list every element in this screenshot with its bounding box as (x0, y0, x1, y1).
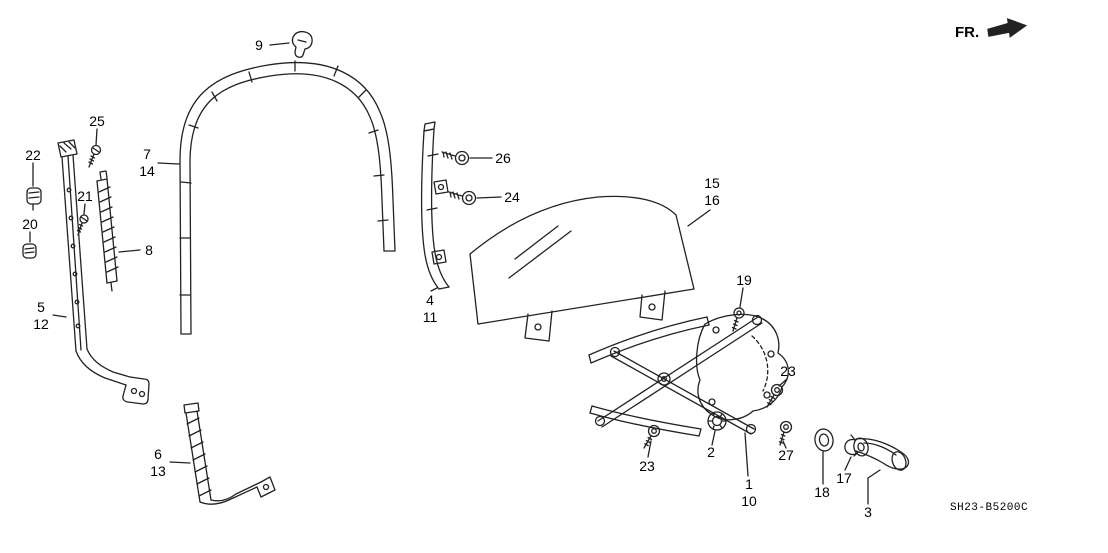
regulator-handle (853, 437, 910, 471)
bolt-19-icon (731, 307, 745, 332)
handle-clip-icon (844, 434, 859, 457)
part-callout-22: 22 (25, 147, 41, 163)
run-channel-clip-icon (291, 30, 313, 58)
part-callout-25: 25 (89, 113, 105, 129)
part-callout-12: 12 (33, 316, 49, 332)
channel-clip-20-icon (22, 243, 37, 259)
door-glass (469, 195, 695, 342)
front-lower-sash (420, 121, 450, 290)
part-callout-7: 7 (143, 146, 151, 162)
rear-lower-channel (183, 402, 276, 505)
glass-run-channel (179, 60, 396, 335)
channel-clip-22-icon (26, 187, 42, 211)
bolt-23-upper-icon (766, 383, 784, 408)
part-callout-18: 18 (814, 484, 830, 500)
part-callout-23: 23 (639, 458, 655, 474)
part-callout-11: 11 (422, 309, 438, 325)
window-regulator (588, 313, 789, 437)
part-callout-26: 26 (495, 150, 511, 166)
part-callout-13: 13 (150, 463, 166, 479)
fr-arrow-icon (987, 18, 1028, 38)
part-callout-2: 2 (707, 444, 715, 460)
part-callout-23: 23 (780, 363, 796, 379)
part-callout-16: 16 (704, 192, 720, 208)
regulator-spindle (707, 411, 727, 431)
glass-bracket-rear (639, 290, 666, 321)
bolt-27-icon (778, 420, 793, 446)
part-callout-27: 27 (778, 447, 794, 463)
rear-guide-channel (96, 170, 119, 292)
screw-26-icon (441, 150, 470, 166)
screw-25-icon (88, 144, 102, 168)
part-callout-17: 17 (836, 470, 852, 486)
part-callout-21: 21 (77, 188, 93, 204)
part-callout-15: 15 (704, 175, 720, 191)
handle-washer-icon (814, 428, 834, 452)
part-callout-19: 19 (736, 272, 752, 288)
part-callout-5: 5 (37, 299, 45, 315)
front-sash-channel (57, 139, 150, 405)
part-callout-3: 3 (864, 504, 872, 520)
bolt-23-lower-icon (643, 424, 661, 449)
part-callout-6: 6 (154, 446, 162, 462)
screw-21-icon (76, 214, 89, 236)
part-callout-20: 20 (22, 216, 38, 232)
screw-24-icon (448, 190, 477, 206)
leader-lines (29, 42, 881, 505)
part-callout-8: 8 (145, 242, 153, 258)
part-callout-10: 10 (741, 493, 757, 509)
part-callout-9: 9 (255, 37, 263, 53)
glass-bracket-front (524, 310, 553, 342)
part-callout-14: 14 (139, 163, 155, 179)
diagram-code: SH23-B5200C (950, 502, 1029, 514)
part-callout-4: 4 (426, 292, 434, 308)
part-callout-1: 1 (745, 476, 753, 492)
fr-label: FR. (955, 24, 980, 41)
part-callout-24: 24 (504, 189, 520, 205)
